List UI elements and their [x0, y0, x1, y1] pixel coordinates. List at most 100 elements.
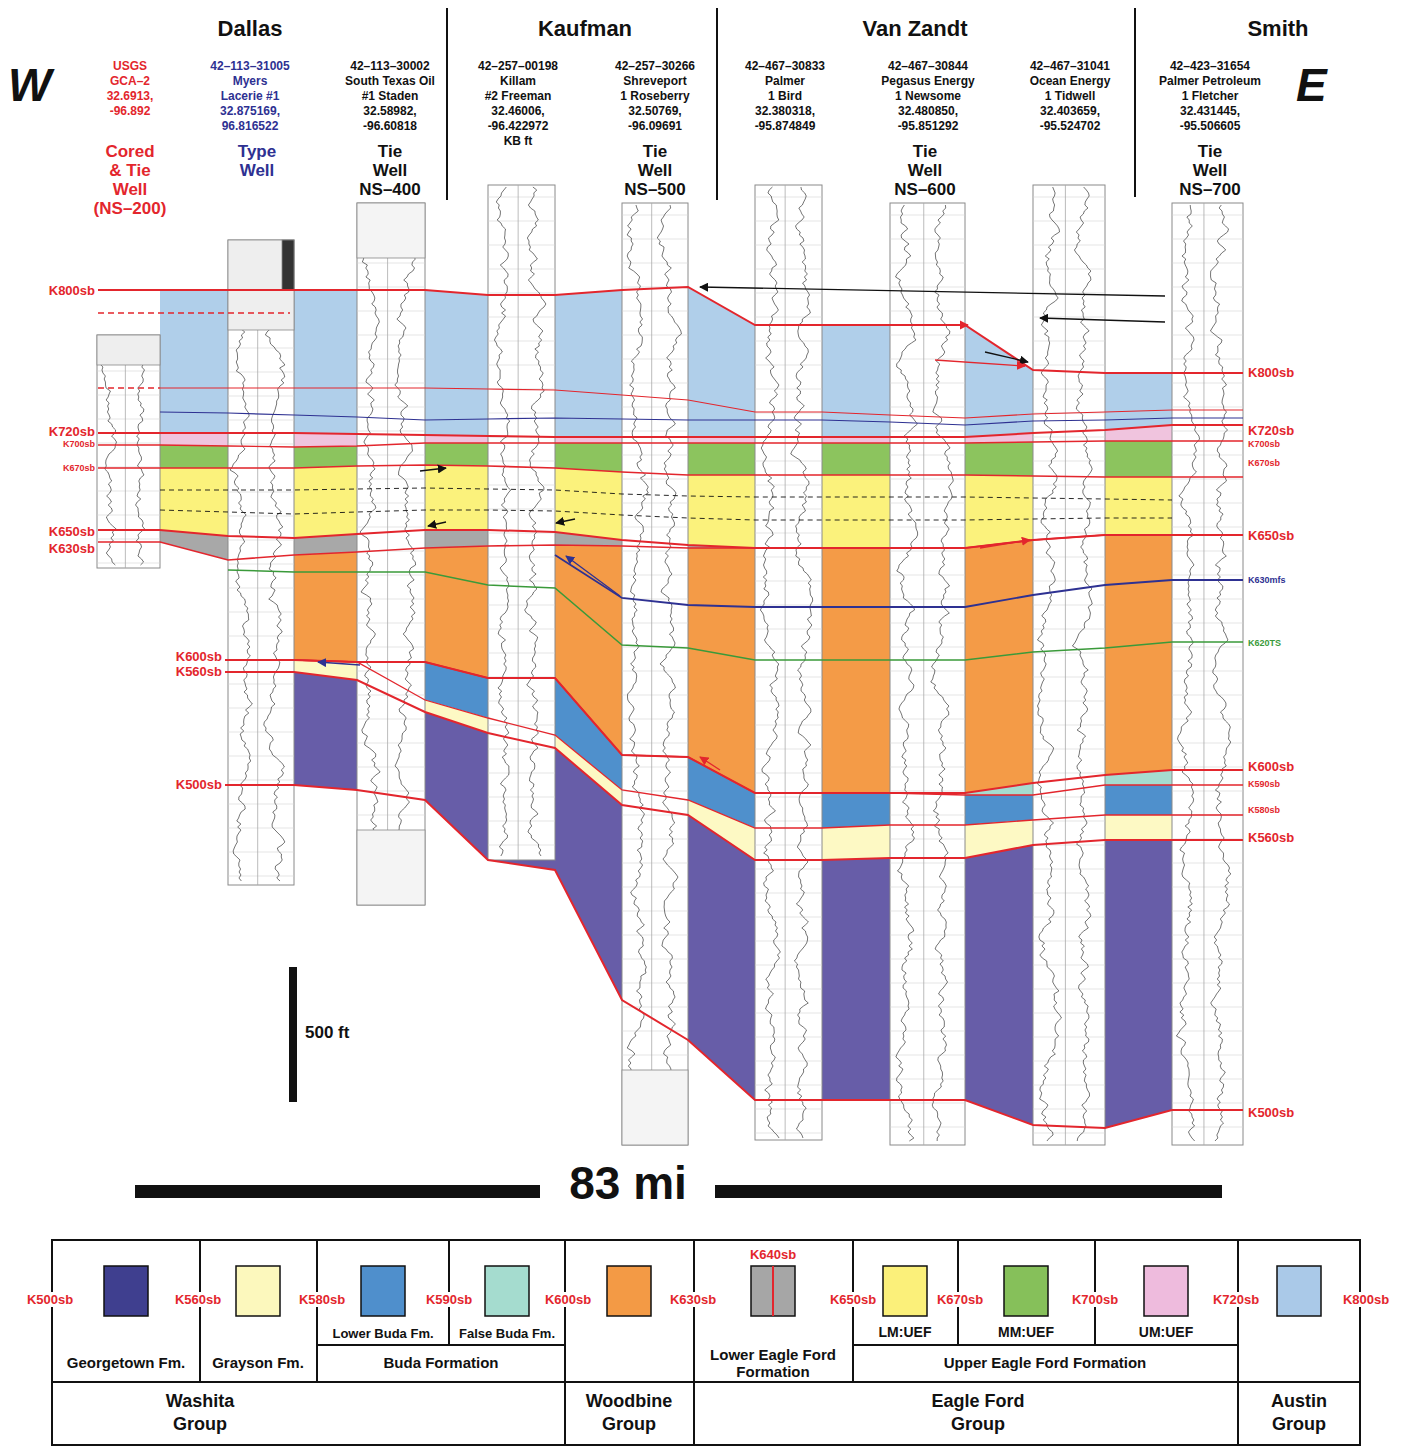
figure-label: 83 mi [569, 1160, 687, 1206]
log-grid [755, 245, 822, 246]
log-grid [228, 516, 294, 517]
text-line: NS–400 [359, 180, 420, 199]
log-grid [622, 743, 688, 744]
log-grid [1033, 317, 1105, 318]
log-grid [228, 636, 294, 637]
horizon-label: K700sb [63, 439, 95, 450]
log-grid [228, 780, 294, 781]
log-strip [622, 203, 688, 1145]
text-line: 32.50769, [628, 104, 681, 118]
text-line: K590sb [1248, 779, 1280, 789]
horizon-label: K600sb [1248, 759, 1294, 774]
text-line: 32.431445, [1180, 104, 1240, 118]
horizon-label: K700sb [1070, 1292, 1120, 1307]
log-grid [890, 719, 965, 720]
log-grid [228, 852, 294, 853]
table-rule [52, 1381, 1360, 1383]
log-grid [228, 588, 294, 589]
lapout-arrow [566, 556, 620, 596]
lapout-arrow [420, 468, 446, 471]
text-line: 83 mi [569, 1157, 687, 1209]
log-grid [890, 575, 965, 576]
horizon-label: K800sb [1248, 365, 1294, 380]
label-holder: K590sb [1248, 779, 1280, 790]
log-grid [228, 540, 294, 541]
log-grid [622, 263, 688, 264]
log-grid [1033, 677, 1105, 678]
horizon-label: K720sb [49, 424, 95, 439]
text-line: Group [951, 1414, 1005, 1434]
log-grid [755, 1037, 822, 1038]
text-line: Eagle Ford [931, 1391, 1024, 1411]
log-grid [357, 527, 425, 528]
legend-holder: UM:UEF [1139, 1324, 1193, 1341]
log-grid [755, 965, 822, 966]
log-grid [755, 1109, 822, 1110]
track-divider [923, 203, 924, 1145]
label-holder: K650sb [1248, 528, 1294, 543]
legend-holder: LM:UEF [879, 1324, 932, 1341]
text-line: MM:UEF [998, 1324, 1054, 1340]
log-grid [228, 756, 294, 757]
horizon-label: K720sb [1248, 423, 1294, 438]
legend-label: UM:UEF [1139, 1324, 1193, 1341]
text-line: USGS [113, 59, 147, 73]
log-grid [1172, 527, 1243, 528]
label-holder: 42–467–30833 Palmer 1 Bird 32.380318, -9… [745, 59, 825, 134]
label-holder: K600sb [543, 1292, 593, 1307]
log-grid [755, 749, 822, 750]
label-holder: W [8, 58, 51, 112]
figure-label: 42–467–30844 Pegasus Energy 1 Newsome 32… [881, 59, 974, 134]
log-grid [1172, 551, 1243, 552]
log-grid [228, 444, 294, 445]
horizon-label: K650sb [1248, 528, 1294, 543]
legend-swatch [361, 1266, 405, 1316]
text-line: K630sb [49, 541, 95, 556]
text-line: 32.46006, [491, 104, 544, 118]
log-grid [1033, 1109, 1105, 1110]
log-grid [488, 725, 555, 726]
log-grid [622, 719, 688, 720]
log-grid [890, 935, 965, 936]
log-grid [97, 515, 160, 516]
text-line: K800sb [1248, 365, 1294, 380]
text-line: -96.09691 [628, 119, 682, 133]
log-grid [1172, 887, 1243, 888]
log-grid [1033, 725, 1105, 726]
text-line: K720sb [49, 424, 95, 439]
text-line: South Texas Oil [345, 74, 435, 88]
horizon-label: K630sb [668, 1292, 718, 1307]
log-grid [890, 1079, 965, 1080]
horizon-label: K630sb [49, 541, 95, 556]
lapout-arrow [428, 522, 446, 526]
lapout-arrow [985, 352, 1028, 362]
log-frame [755, 185, 822, 1140]
log-grid [622, 311, 688, 312]
text-line: Group [173, 1414, 227, 1434]
log-grid [357, 263, 425, 264]
text-line: LM:UEF [879, 1324, 932, 1340]
log-grid [488, 773, 555, 774]
log-grid [755, 605, 822, 606]
text-line: -96.60818 [363, 119, 417, 133]
lapout-arrow [1040, 318, 1165, 322]
legend-holder: Lower Buda Fm. [332, 1326, 433, 1342]
label-holder: K500sb [25, 1292, 75, 1307]
log-grid [890, 383, 965, 384]
text-line: K500sb [1248, 1105, 1294, 1120]
text-line: Type [238, 142, 276, 161]
log-grid [755, 701, 822, 702]
log-grid [488, 629, 555, 630]
horizon-label: K500sb [1248, 1105, 1294, 1120]
log-grid [488, 821, 555, 822]
log-grid [1172, 911, 1243, 912]
log-header [282, 240, 294, 290]
label-holder: Cored & Tie Well (NS–200) [94, 142, 167, 218]
legend-label: Grayson Fm. [212, 1354, 304, 1372]
legend-swatch [883, 1266, 927, 1316]
label-holder: K700sb [63, 439, 95, 450]
log-grid [228, 396, 294, 397]
log-grid [1172, 359, 1243, 360]
figure-label: 42–467–31041 Ocean Energy 1 Tidwell 32.4… [1030, 59, 1111, 134]
label-holder: Buda Formation [384, 1354, 499, 1372]
